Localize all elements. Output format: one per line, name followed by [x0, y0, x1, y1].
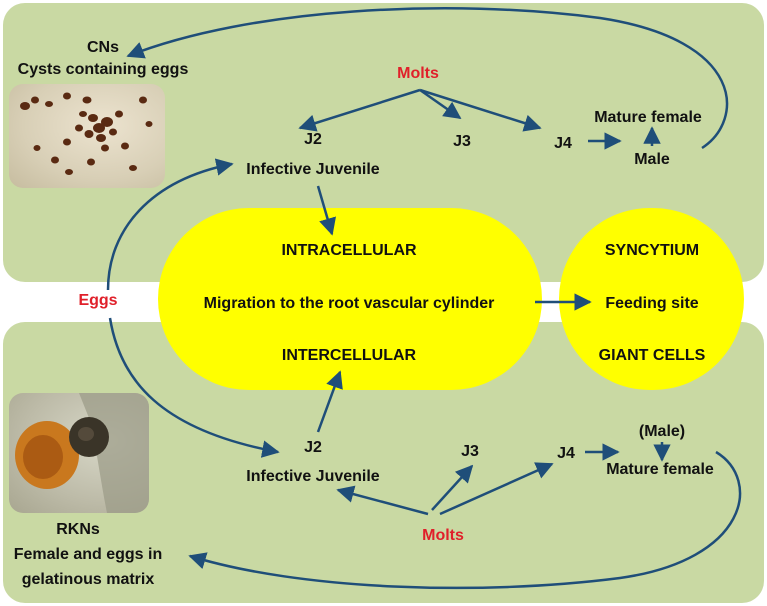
cycle-arrow-bottom — [188, 450, 742, 590]
syncytium-label: SYNCYTIUM — [604, 242, 700, 259]
bottom-j4-label: J4 — [557, 445, 575, 462]
rkn-line2: gelatinous matrix — [21, 571, 155, 588]
molts-to-j2-arrow — [298, 88, 421, 132]
migration-label: Migration to the root vascular cylinder — [203, 295, 495, 312]
cycle-arrow-top — [126, 7, 729, 150]
cysts-image-icon — [20, 92, 153, 175]
top-infective-juvenile-label: Infective Juvenile — [246, 161, 380, 178]
cn-subtitle: Cysts containing eggs — [17, 61, 189, 78]
top-mature-female-label: Mature female — [594, 109, 702, 126]
intercellular-label: INTERCELLULAR — [281, 347, 417, 364]
giant-cells-label: GIANT CELLS — [598, 347, 706, 364]
top-j3-label: J3 — [453, 133, 471, 150]
eggs-to-top-j2-arrow — [106, 158, 234, 291]
top-j4-label: J4 — [554, 135, 572, 152]
rkn-title: RKNs — [56, 521, 100, 538]
rkn-line1: Female and eggs in — [13, 546, 163, 563]
molts-to-bottom-j4-arrow — [439, 462, 554, 516]
cn-title: CNs — [86, 39, 120, 56]
intracellular-label: INTRACELLULAR — [281, 242, 417, 259]
feeding-site-label: Feeding site — [605, 295, 699, 312]
bottom-infective-juvenile-label: Infective Juvenile — [246, 468, 380, 485]
molts-to-bottom-j3-arrow — [431, 464, 474, 511]
bottom-j3-label: J3 — [461, 443, 479, 460]
j2-to-intercellular-arrow — [316, 370, 343, 433]
molts-to-j4-arrow — [419, 88, 542, 132]
bottom-mature-female-label: Mature female — [606, 461, 714, 478]
rkn-photo — [9, 393, 149, 513]
bottom-j2-label: J2 — [304, 439, 322, 456]
top-j2-label: J2 — [304, 131, 322, 148]
migration-pill — [158, 208, 542, 390]
top-male-label: Male — [634, 151, 670, 168]
bottom-male-label: (Male) — [638, 423, 686, 440]
eggs-label: Eggs — [78, 292, 118, 309]
top-molts-label: Molts — [397, 65, 439, 82]
bottom-molts-label: Molts — [422, 527, 464, 544]
eggs-to-bottom-j2-arrow — [108, 317, 280, 458]
molts-to-j3-arrow — [419, 88, 462, 120]
molts-to-bottom-juvenile-arrow — [336, 485, 429, 516]
cyst-photo — [9, 84, 165, 188]
juvenile-to-intracellular-arrow — [316, 185, 336, 236]
gall-image-icon — [15, 393, 149, 513]
